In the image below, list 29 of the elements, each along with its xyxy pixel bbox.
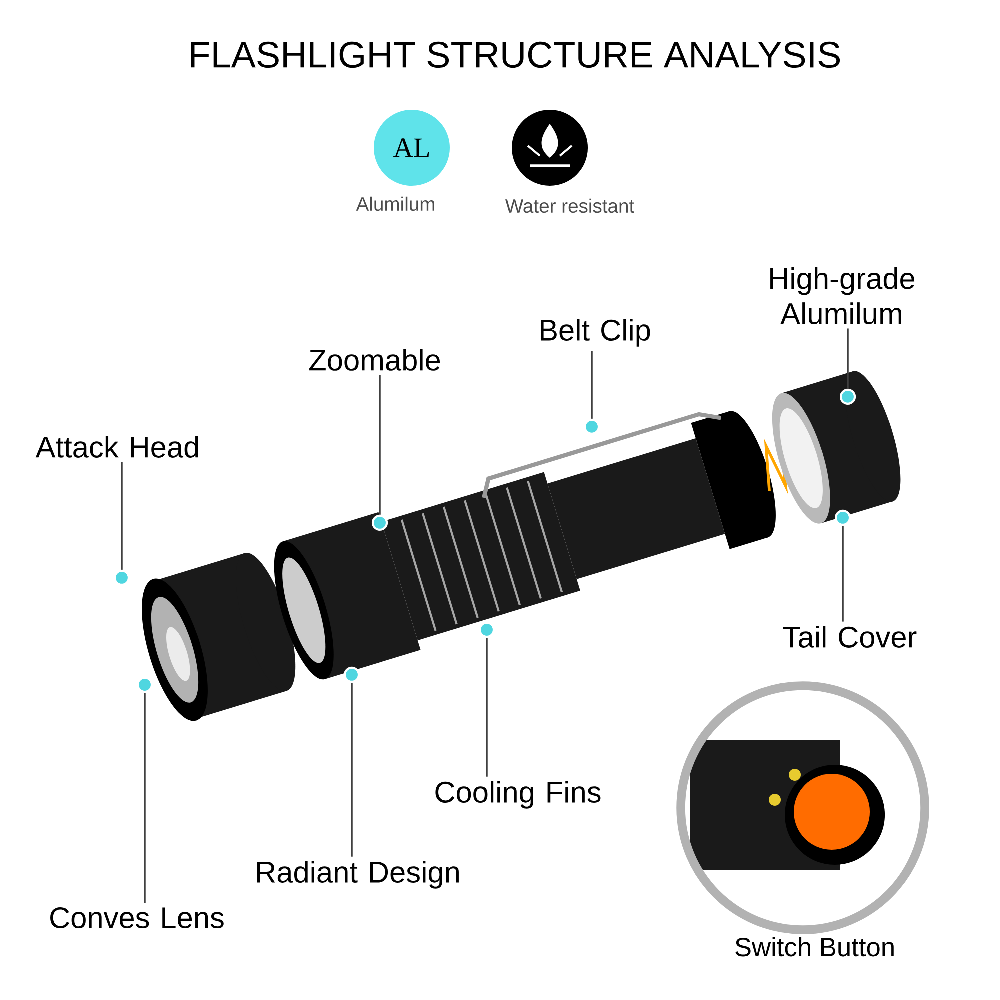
marker-dot [478,622,496,638]
part-label: Cooling Fins [436,781,601,809]
part-label: Belt Clip [541,319,650,347]
marker-dot [372,514,388,532]
leader-line [847,328,849,389]
leader-line [379,375,381,515]
aluminium-badge: AL [374,110,450,186]
leader-line [591,351,593,419]
marker-dot [834,510,852,526]
title: FLASHLIGHT STRUCTURE ANALYSIS [191,42,840,68]
marker-dot [840,388,856,406]
marker-dot [344,666,360,684]
leader-line [486,638,488,777]
icon-caption: Water resistant [506,198,634,214]
part-label: Attack Head [36,436,198,458]
part-label: Conves Lens [50,907,224,929]
part-label: Zoomable [310,349,440,371]
leader-line [144,693,146,904]
icon-caption: Alumilum [356,196,434,212]
part-label: High-grade Alumilum [770,267,915,324]
leader-line [351,683,353,857]
marker-dot [584,418,600,436]
part-label: Tail Cover [783,626,917,648]
part-label: Radiant Design [257,861,459,889]
inset-caption: Switch Button [736,937,894,957]
leader-line [842,526,844,622]
leader-line [121,462,123,570]
marker-dot [136,676,154,694]
marker-dot [114,570,130,586]
